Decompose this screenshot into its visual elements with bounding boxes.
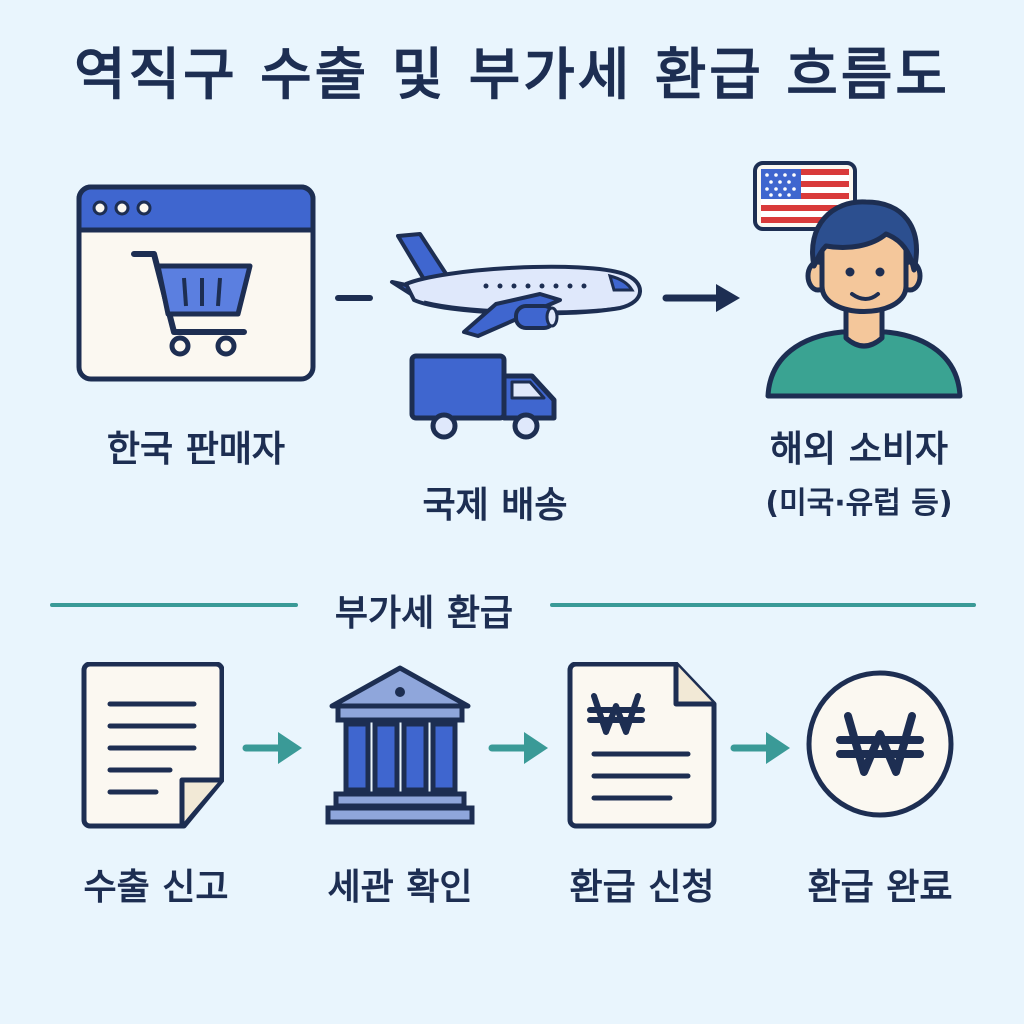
document-icon: [80, 662, 224, 830]
divider-line-right: [550, 603, 976, 607]
consumer-label: 해외 소비자: [724, 420, 994, 472]
airplane-icon: [384, 230, 650, 340]
step-label-export-declaration: 수출 신고: [56, 858, 256, 910]
browser-shopping-cart-icon: [76, 184, 316, 382]
divider-line-left: [50, 603, 298, 607]
arrow-right-icon: [242, 728, 306, 768]
seller-label: 한국 판매자: [66, 420, 326, 472]
flow-connector-dash: [334, 290, 374, 306]
arrow-right-icon: [730, 728, 794, 768]
person-icon: [762, 196, 966, 400]
consumer-sublabel: (미국·유럽 등): [720, 478, 998, 522]
step-label-refund-complete: 환급 완료: [780, 858, 980, 910]
arrow-right-icon: [488, 728, 552, 768]
section-divider-label: 부가세 환급: [300, 584, 548, 636]
won-coin-icon: [804, 668, 956, 820]
step-label-refund-request: 환급 신청: [542, 858, 742, 910]
customs-building-icon: [324, 662, 476, 826]
shipping-label: 국제 배송: [380, 476, 610, 528]
truck-icon: [408, 350, 560, 446]
step-label-customs-check: 세관 확인: [300, 858, 500, 910]
arrow-right-icon: [662, 280, 744, 316]
won-document-icon: [566, 662, 718, 830]
page-title: 역직구 수출 및 부가세 환급 흐름도: [0, 30, 1024, 111]
